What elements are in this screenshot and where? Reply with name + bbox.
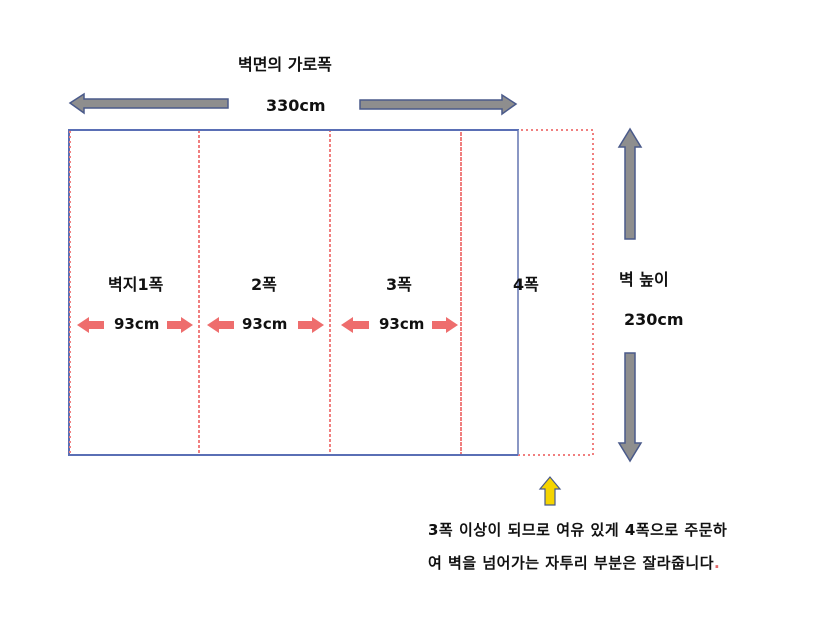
panel1-arrow-right bbox=[167, 317, 193, 333]
panel-1-outline bbox=[69, 129, 200, 456]
wall-height-label: 벽 높이 bbox=[619, 270, 669, 289]
height-arrow-down bbox=[617, 352, 643, 463]
panel3-arrow-left bbox=[341, 317, 369, 333]
panel2-arrow-right bbox=[298, 317, 324, 333]
panel-4-label: 4폭 bbox=[513, 275, 539, 294]
wall-width-value: 330cm bbox=[266, 96, 326, 115]
panel-1-width: 93cm bbox=[114, 315, 160, 333]
panel-4-outline bbox=[460, 129, 594, 456]
trim-indicator-arrow bbox=[538, 476, 562, 506]
panel1-arrow-left bbox=[77, 317, 104, 333]
panel-2-width: 93cm bbox=[242, 315, 288, 333]
wall-width-title: 벽면의 가로폭 bbox=[238, 55, 332, 74]
note-line-2-text: 여 벽을 넘어가는 자투리 부분은 잘라줍니다 bbox=[428, 554, 715, 572]
height-arrow-up bbox=[617, 127, 643, 240]
panel2-arrow-left bbox=[207, 317, 234, 333]
panel-2-label: 2폭 bbox=[251, 275, 277, 294]
panel-3-label: 3폭 bbox=[386, 275, 412, 294]
width-arrow-right bbox=[359, 93, 518, 116]
width-arrow-left bbox=[68, 92, 229, 115]
note-line-1: 3폭 이상이 되므로 여유 있게 4폭으로 주문하 bbox=[428, 521, 728, 539]
panel-1-label: 벽지1폭 bbox=[108, 275, 164, 294]
note-line-2-period: . bbox=[714, 554, 721, 572]
panel-width-arrows bbox=[77, 317, 458, 333]
panel3-arrow-right bbox=[432, 317, 458, 333]
wall-height-value: 230cm bbox=[624, 310, 684, 329]
panel-3-width: 93cm bbox=[379, 315, 425, 333]
note-line-2: 여 벽을 넘어가는 자투리 부분은 잘라줍니다. bbox=[428, 552, 720, 573]
